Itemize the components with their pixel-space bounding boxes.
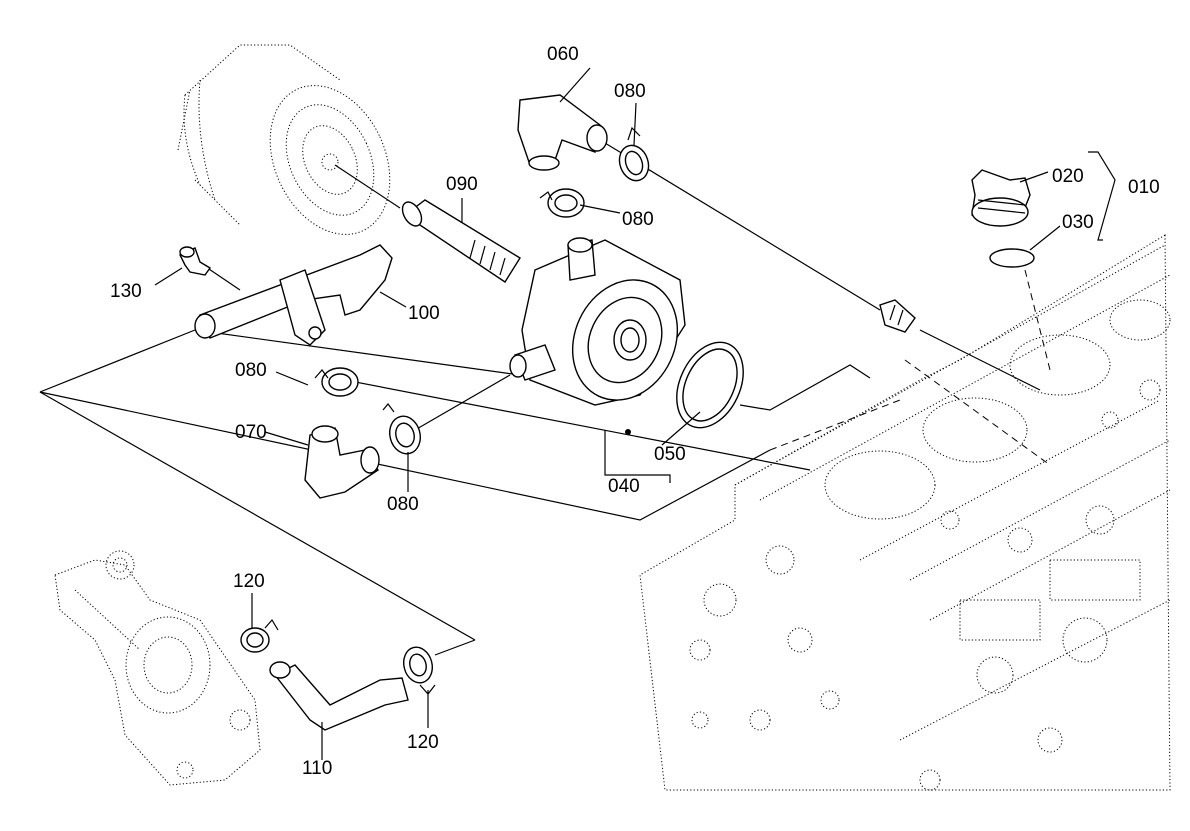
hose-clamp-120-left [240, 618, 279, 653]
filler-cap-020 [971, 169, 1031, 227]
engine-block [639, 234, 1171, 791]
callout-060: 060 [547, 44, 579, 65]
gasket-030 [989, 248, 1035, 268]
hose-clamp-120-right [402, 646, 436, 695]
pipe-090 [401, 199, 521, 283]
callout-120-bottom: 120 [407, 732, 439, 753]
callout-070: 070 [235, 422, 267, 443]
callout-080-left: 080 [235, 360, 267, 381]
callout-010: 010 [1128, 177, 1160, 198]
hose-clamp-080-bottom [382, 403, 422, 455]
pipe-100 [194, 244, 393, 346]
callout-100: 100 [408, 303, 440, 324]
callout-030: 030 [1062, 212, 1094, 233]
callout-labels: 060 080 080 090 130 100 080 070 080 050 … [110, 44, 1160, 779]
block-fitting [879, 299, 916, 333]
pump-housing [54, 550, 261, 786]
callout-080-top: 080 [614, 81, 646, 102]
hose-clamp-080-left [314, 367, 359, 397]
callout-130: 130 [110, 281, 142, 302]
leader-lines [154, 67, 1116, 760]
hose-clamp-080-top [618, 126, 650, 182]
o-ring-050 [676, 341, 744, 429]
hose-clamp-080-mid [539, 188, 585, 218]
hose-110 [269, 661, 409, 731]
assembly-lines [39, 139, 1051, 656]
oil-cooler-040 [509, 237, 686, 435]
callout-050: 050 [654, 444, 686, 465]
callout-020: 020 [1052, 166, 1084, 187]
bolt-130 [179, 246, 212, 276]
callout-040: 040 [608, 476, 640, 497]
callout-080-bottom: 080 [387, 494, 419, 515]
oil-filter [177, 44, 391, 235]
callout-110: 110 [302, 758, 332, 779]
callout-120-top: 120 [233, 571, 265, 592]
elbow-hose-060 [517, 94, 608, 171]
callout-080-mid: 080 [622, 209, 654, 230]
elbow-hose-070 [304, 425, 380, 499]
callout-090: 090 [446, 174, 478, 195]
